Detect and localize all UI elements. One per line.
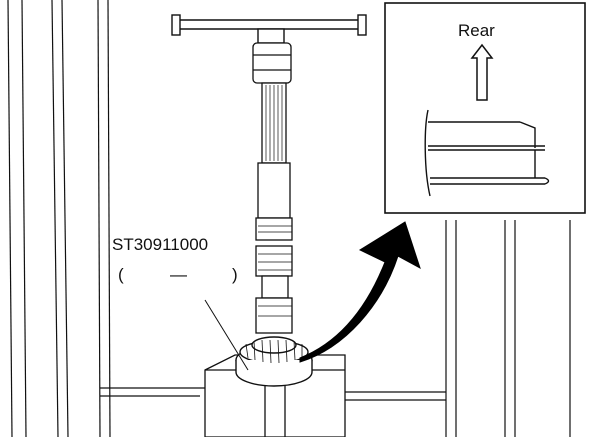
spline-hatching: [258, 85, 292, 317]
t-handle: [171, 14, 367, 44]
inset-break-line: [424, 109, 431, 197]
left-frame-line-6: [107, 0, 111, 437]
shaft-gear-ring-1: [255, 217, 293, 241]
shaft-bearing-seat: [255, 297, 293, 334]
inset-end-cap: [544, 177, 550, 185]
inset-profile: [424, 109, 550, 197]
t-handle-right-end: [357, 14, 367, 36]
tool-paren-close: ): [232, 265, 238, 284]
bearing-side: [235, 360, 313, 387]
left-frame-line-3: [51, 0, 59, 437]
mainshaft: [252, 42, 293, 334]
inset-chamfer: [519, 121, 536, 148]
left-frame-line-5: [97, 0, 101, 437]
shaft-neck-lower: [261, 275, 289, 299]
t-handle-left-end: [171, 14, 181, 36]
inset-detail-box: Rear: [384, 2, 586, 214]
up-arrow-icon: [470, 43, 494, 101]
callout-leader-line: [204, 299, 249, 371]
t-handle-bar: [177, 19, 365, 30]
tool-part-number: ST30911000: [112, 235, 208, 254]
tool-dash: —: [170, 265, 187, 284]
press-frame: [7, 0, 571, 437]
tool-paren-open: (: [118, 265, 124, 284]
t-handle-neck: [257, 28, 285, 44]
shaft-section-mid: [257, 162, 291, 219]
curved-pointer-arrow-icon: [299, 221, 421, 363]
left-frame-line-1: [7, 0, 13, 437]
tool-callout: ST30911000 ( — ): [112, 235, 238, 284]
gear-hub: [251, 336, 297, 354]
direction-label: Rear: [458, 21, 495, 40]
shaft-top-collar: [252, 42, 292, 84]
shaft-gear-ring-2: [255, 245, 293, 277]
left-frame-line-4: [61, 0, 69, 437]
gear-teeth: [245, 339, 303, 364]
left-frame-line-2: [21, 0, 27, 437]
